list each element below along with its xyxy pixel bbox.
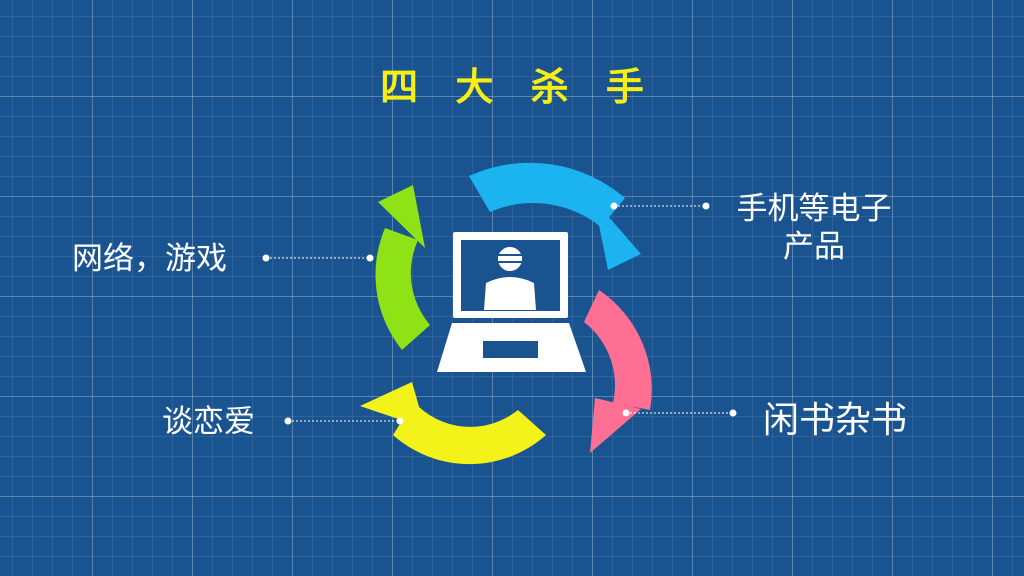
label-electronics: 手机等电子 产品 xyxy=(716,190,912,266)
arrow-green xyxy=(375,185,430,350)
label-electronics-line1: 手机等电子 xyxy=(736,191,892,227)
leader-lines xyxy=(266,205,733,422)
leader-dots xyxy=(262,202,737,425)
page-title: 四 大 杀 手 xyxy=(380,65,656,109)
label-dating: 谈恋爱 xyxy=(162,404,255,440)
arrow-blue xyxy=(469,162,641,270)
label-internet-games: 网络，游戏 xyxy=(72,241,227,277)
label-novels-magazines: 闲书杂书 xyxy=(763,400,908,441)
arrow-yellow xyxy=(360,382,546,465)
laptop-person-icon xyxy=(437,232,586,372)
arrow-pink xyxy=(584,290,652,453)
label-electronics-line2: 产品 xyxy=(783,229,845,265)
